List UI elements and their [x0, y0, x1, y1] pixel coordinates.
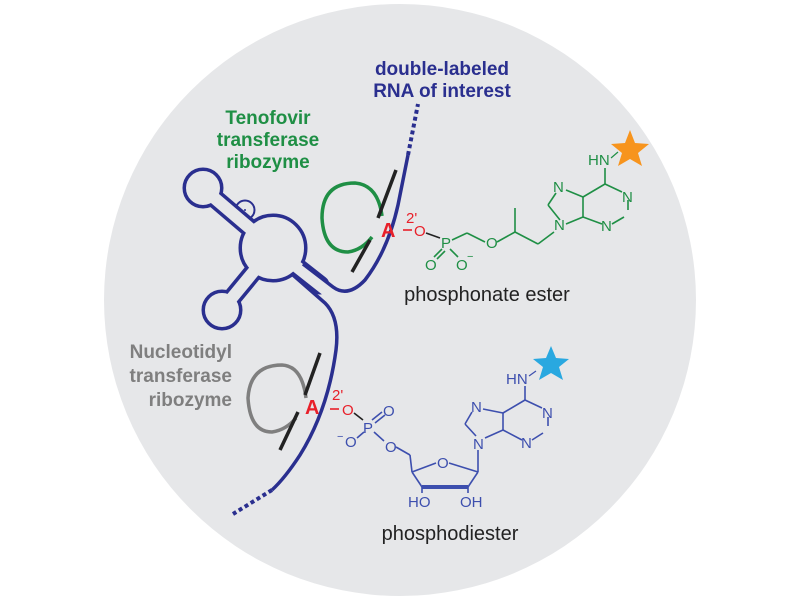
rna-strand-upper	[301, 154, 410, 293]
adenosine-label: A	[381, 220, 395, 242]
orange-star-icon	[611, 130, 649, 166]
phosphodiester-caption: phosphodiester	[382, 523, 519, 545]
amine-label: HN	[506, 371, 528, 388]
tenofovir-label: Tenofovir transferase ribozyme	[217, 108, 319, 173]
rna-label-line2: RNA of interest	[373, 81, 511, 102]
rna-label-line1: double-labeled	[375, 59, 509, 80]
oxo-label: O	[383, 403, 395, 420]
prime-label: 2'	[332, 387, 343, 404]
hydroxyl-2-label: OH	[460, 494, 483, 511]
adenosine-label: A	[305, 397, 319, 419]
purine-ring-bottom: N N N N HN	[464, 371, 553, 453]
nucleotide-structure: A 2' O P O O − O O HO OH	[305, 346, 569, 511]
oxide-label: O	[345, 434, 357, 451]
oxo-label: O	[425, 257, 437, 274]
rna-strand-upper-dotted	[406, 103, 420, 156]
n9-label: N	[554, 217, 565, 234]
n9-label: N	[473, 436, 484, 453]
minus-charge: −	[467, 251, 473, 263]
rna-label: double-labeled RNA of interest	[373, 59, 511, 102]
oxide-label: O	[456, 257, 468, 274]
n7-label: N	[553, 179, 564, 196]
minus-charge: −	[337, 431, 343, 443]
n1-label: N	[542, 405, 553, 422]
nucleotidyl-label-line2: transferase	[130, 366, 232, 387]
phosphonate-ester-caption: phosphonate ester	[404, 284, 570, 306]
n3-label: N	[521, 435, 532, 452]
hydroxyl-3-label: HO	[408, 494, 431, 511]
phosphorus-label: P	[363, 420, 373, 437]
blue-star-icon	[533, 346, 569, 380]
tenofovir-ribozyme-shape	[320, 169, 398, 273]
nucleotidyl-label: Nucleotidyl transferase ribozyme	[130, 342, 232, 411]
prime-label: 2'	[406, 210, 417, 227]
ribozyme-hub	[182, 167, 336, 331]
purine-ring-top: N N N N HN	[547, 152, 633, 235]
phosphorus-label: P	[441, 235, 451, 252]
oxygen-label: O	[342, 402, 354, 419]
n7-label: N	[471, 399, 482, 416]
ring-oxygen-label: O	[437, 455, 449, 472]
tenofovir-label-line3: ribozyme	[226, 152, 309, 173]
rna-strand-lower-dotted	[231, 488, 274, 516]
n1-label: N	[622, 189, 633, 206]
nucleotidyl-label-line3: ribozyme	[149, 390, 232, 411]
oxygen-label: O	[414, 223, 426, 240]
tenofovir-structure: A 2' O P O O O −	[381, 130, 649, 274]
amine-label: HN	[588, 152, 610, 169]
tenofovir-label-line1: Tenofovir	[225, 108, 311, 129]
nucleotidyl-ribozyme-shape	[246, 352, 322, 451]
ether-oxygen-label: O	[486, 235, 498, 252]
ester-oxygen-label: O	[385, 439, 397, 456]
rna-strand-lower	[270, 273, 339, 492]
n3-label: N	[601, 218, 612, 235]
nucleotidyl-label-line1: Nucleotidyl	[130, 342, 232, 363]
tenofovir-label-line2: transferase	[217, 130, 319, 151]
background-circle	[104, 4, 696, 596]
